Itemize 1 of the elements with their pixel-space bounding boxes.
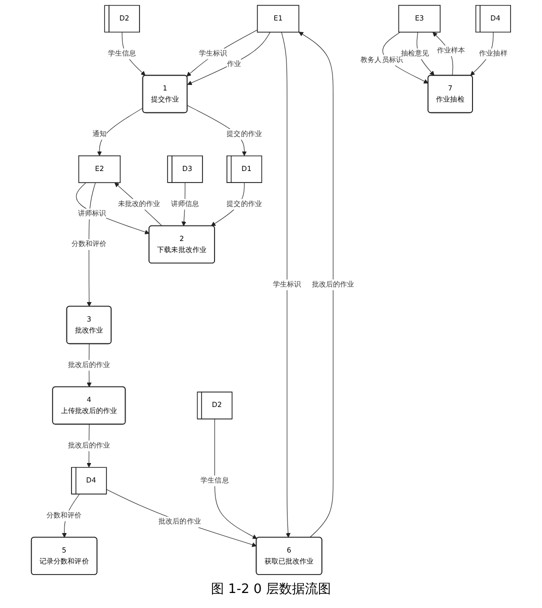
figure-caption: 图 1-2 0 层数据流图 [210, 581, 332, 598]
